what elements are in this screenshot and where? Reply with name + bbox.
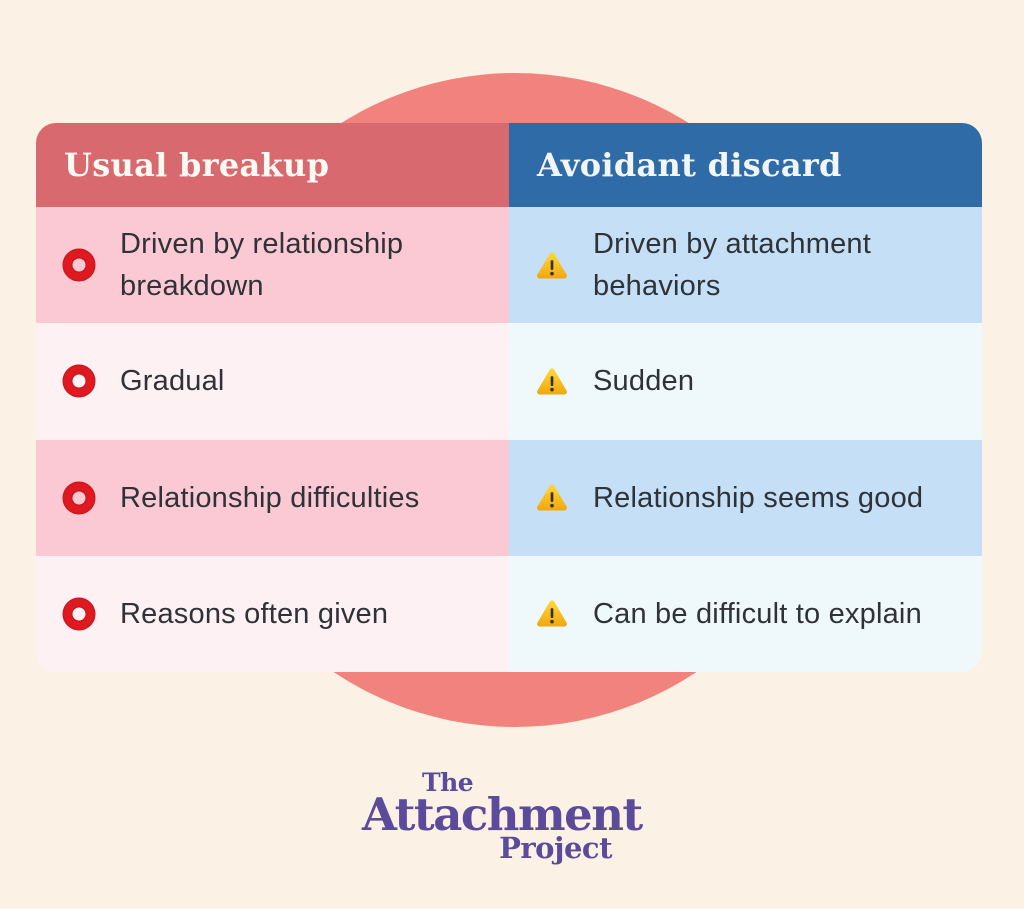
row-text: Relationship seems good bbox=[593, 481, 924, 514]
table-row: Driven by relationship breakdown bbox=[36, 207, 509, 324]
row-text: Driven by attachment behaviors bbox=[593, 228, 872, 303]
row-text: Reasons often given bbox=[120, 597, 389, 630]
warning-triangle-icon bbox=[535, 367, 569, 396]
row-text: Sudden bbox=[593, 365, 695, 398]
column-header-avoidant-discard: Avoidant discard bbox=[509, 123, 982, 207]
attachment-project-logo: The Attachment Project bbox=[362, 768, 643, 865]
circle-outline-icon bbox=[62, 364, 96, 398]
column-header-usual-breakup: Usual breakup bbox=[36, 123, 509, 207]
table-row: Driven by attachment behaviors bbox=[509, 207, 982, 324]
logo-text-attachment: Attachment bbox=[362, 788, 643, 841]
circle-outline-icon bbox=[62, 248, 96, 282]
warning-triangle-icon bbox=[535, 483, 569, 512]
row-text: Relationship difficulties bbox=[120, 481, 420, 514]
circle-outline-icon bbox=[62, 597, 96, 631]
warning-triangle-icon bbox=[535, 599, 569, 628]
table-row: Sudden bbox=[509, 323, 982, 440]
circle-outline-icon bbox=[62, 481, 96, 515]
column-usual-breakup: Usual breakup Driven by relationship bre… bbox=[36, 123, 509, 672]
row-text: Can be difficult to explain bbox=[593, 597, 922, 630]
table-row: Relationship difficulties bbox=[36, 439, 509, 556]
logo-text-the: The bbox=[422, 768, 474, 797]
table-row: Reasons often given bbox=[36, 555, 509, 672]
table-row: Gradual bbox=[36, 323, 509, 440]
column-avoidant-discard: Avoidant discard Driven by attachment be… bbox=[509, 123, 982, 672]
row-text: Driven by relationship breakdown bbox=[120, 228, 404, 303]
warning-triangle-icon bbox=[535, 251, 569, 280]
table-row: Can be difficult to explain bbox=[509, 555, 982, 672]
comparison-table: Usual breakup Driven by relationship bre… bbox=[36, 123, 982, 672]
logo-text-project: Project bbox=[499, 831, 612, 865]
table-row: Relationship seems good bbox=[509, 439, 982, 556]
row-text: Gradual bbox=[120, 365, 225, 398]
